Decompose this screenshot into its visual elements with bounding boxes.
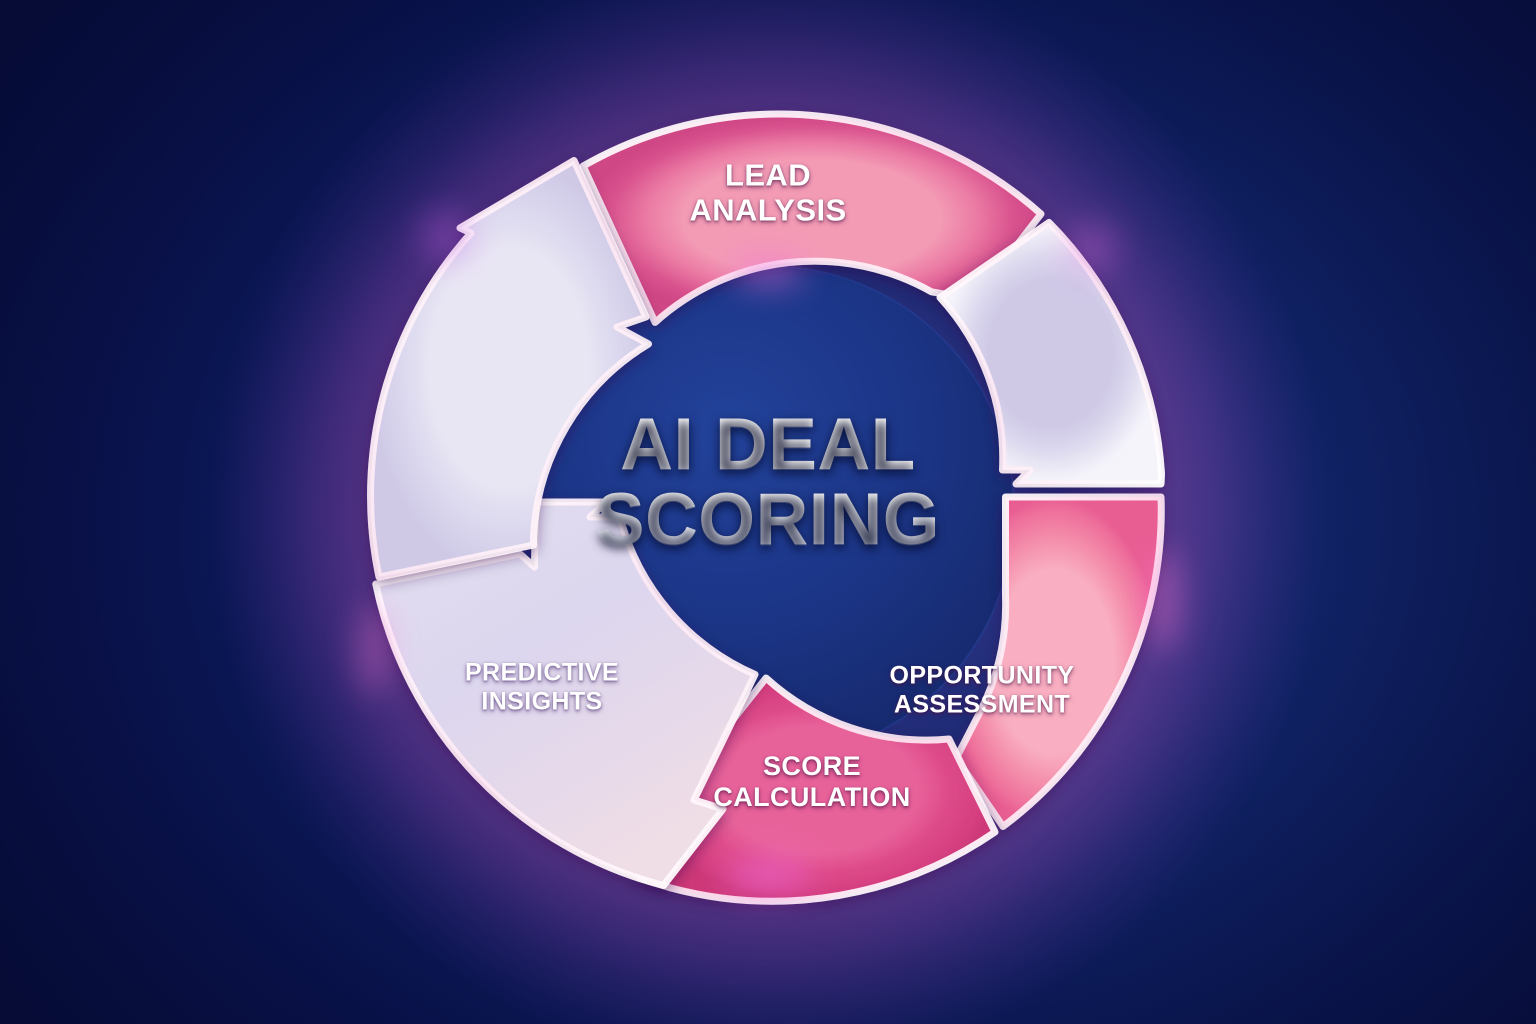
glow-hotspot-bottom (724, 861, 812, 891)
glow-hotspot-right (1148, 548, 1180, 652)
segment-connector-upper-right[interactable] (936, 219, 1165, 488)
segment-predictive-insights[interactable] (372, 498, 759, 889)
glow-hotspot-left (358, 604, 390, 696)
segment-connector-upper-left[interactable] (367, 157, 652, 581)
glow-hotspot-top (732, 259, 804, 285)
glow-hotspot-upper-right (1066, 222, 1118, 274)
glow-hotspot-upper-left (420, 210, 472, 262)
